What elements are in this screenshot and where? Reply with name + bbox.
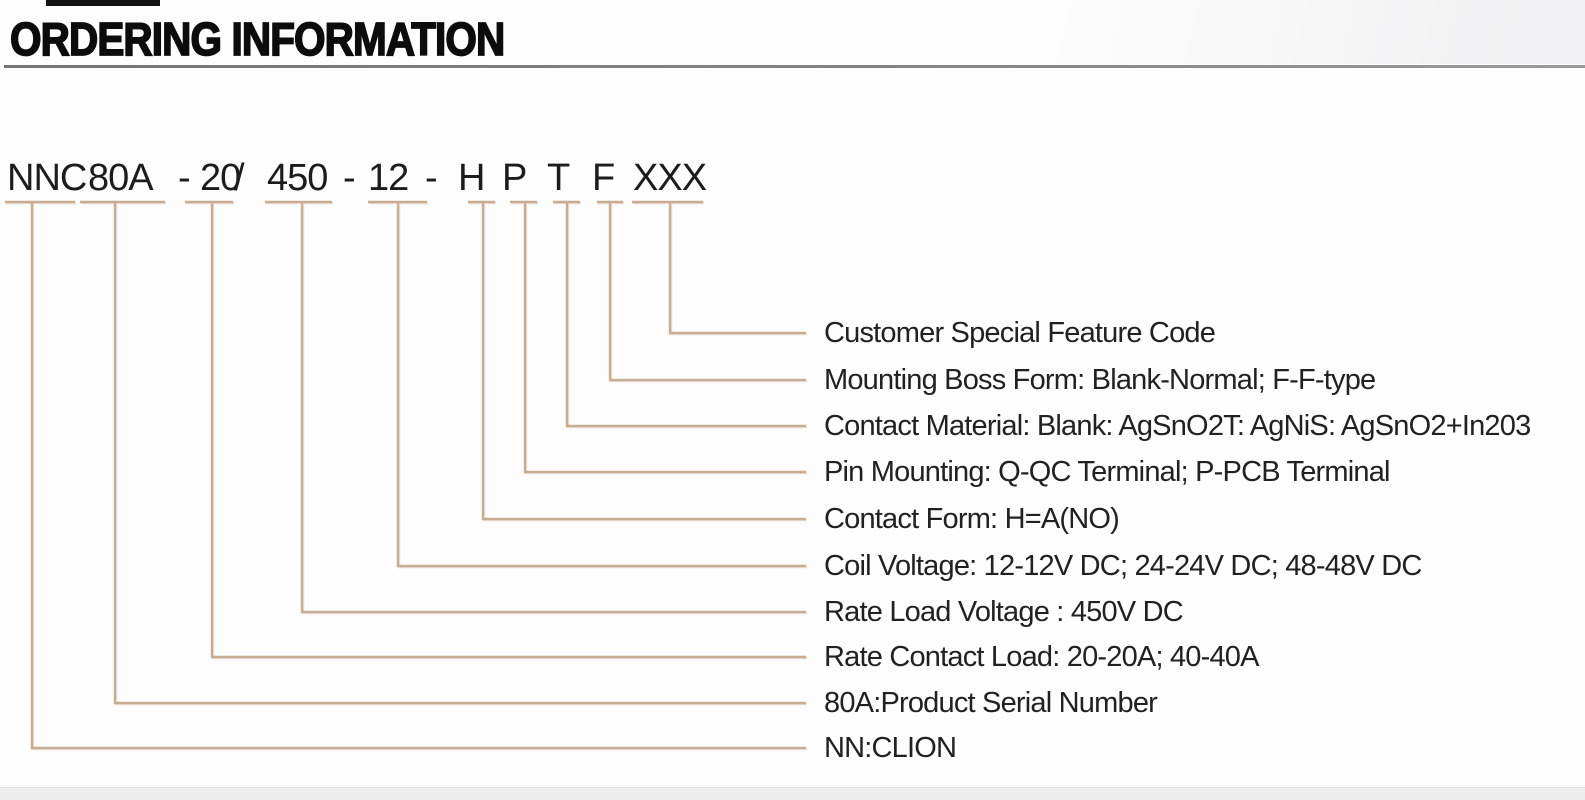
- connector-20: [185, 200, 806, 659]
- legend-row-customer-special-feature-code: Customer Special Feature Code: [824, 317, 1216, 349]
- legend-row-product-serial-number: 80A:Product Serial Number: [824, 687, 1158, 719]
- legend-row-rate-contact-load: Rate Contact Load: 20-20A; 40-40A: [824, 641, 1259, 673]
- legend-row-rate-load-voltage: Rate Load Voltage : 450V DC: [824, 596, 1184, 628]
- page-corner-mark: [46, 0, 160, 6]
- part-code-separator: -: [178, 157, 191, 199]
- connector-450: [265, 200, 806, 614]
- connector-12: [368, 200, 806, 568]
- legend-row-contact-form: Contact Form: H=A(NO): [824, 503, 1120, 535]
- part-code-segment-f: F: [592, 157, 615, 199]
- part-code-segment-t: T: [547, 157, 570, 199]
- section-title: ORDERING INFORMATION: [9, 12, 506, 66]
- title-divider: [4, 65, 1585, 68]
- part-code-separator: -: [425, 157, 438, 199]
- connector-p: [510, 200, 806, 474]
- connector-t: [553, 200, 806, 428]
- connector-80a: [80, 200, 806, 705]
- legend-row-pin-mounting: Pin Mounting: Q-QC Terminal; P-PCB Termi…: [824, 456, 1390, 488]
- part-code-segment-xxx: XXX: [633, 157, 707, 199]
- part-code-segment-12: 12: [368, 157, 409, 199]
- part-code-segment-450: 450: [267, 157, 328, 199]
- legend-row-contact-material: Contact Material: Blank: AgSnO2T: AgNiS:…: [824, 410, 1531, 442]
- connector-nnc: [5, 200, 806, 750]
- part-code-segment-h: H: [458, 157, 485, 199]
- part-code-segment-p: P: [502, 157, 527, 199]
- connector-xxx: [632, 200, 806, 335]
- legend-row-brand: NN:CLION: [824, 732, 957, 764]
- part-code-segment-80a: 80A: [88, 157, 154, 199]
- legend-row-coil-voltage: Coil Voltage: 12-12V DC; 24-24V DC; 48-4…: [824, 550, 1422, 582]
- part-code-segment-20: 20: [200, 157, 241, 199]
- part-code-separator: /: [234, 157, 245, 199]
- connector-h: [468, 200, 806, 521]
- page-shading: [765, 0, 1585, 64]
- part-code-segment-nnc: NNC: [7, 157, 87, 199]
- connector-f: [597, 200, 806, 382]
- page-footer-strip: [0, 787, 1585, 800]
- part-code-separator: -: [343, 157, 356, 199]
- legend-row-mounting-boss-form: Mounting Boss Form: Blank-Normal; F-F-ty…: [824, 364, 1376, 396]
